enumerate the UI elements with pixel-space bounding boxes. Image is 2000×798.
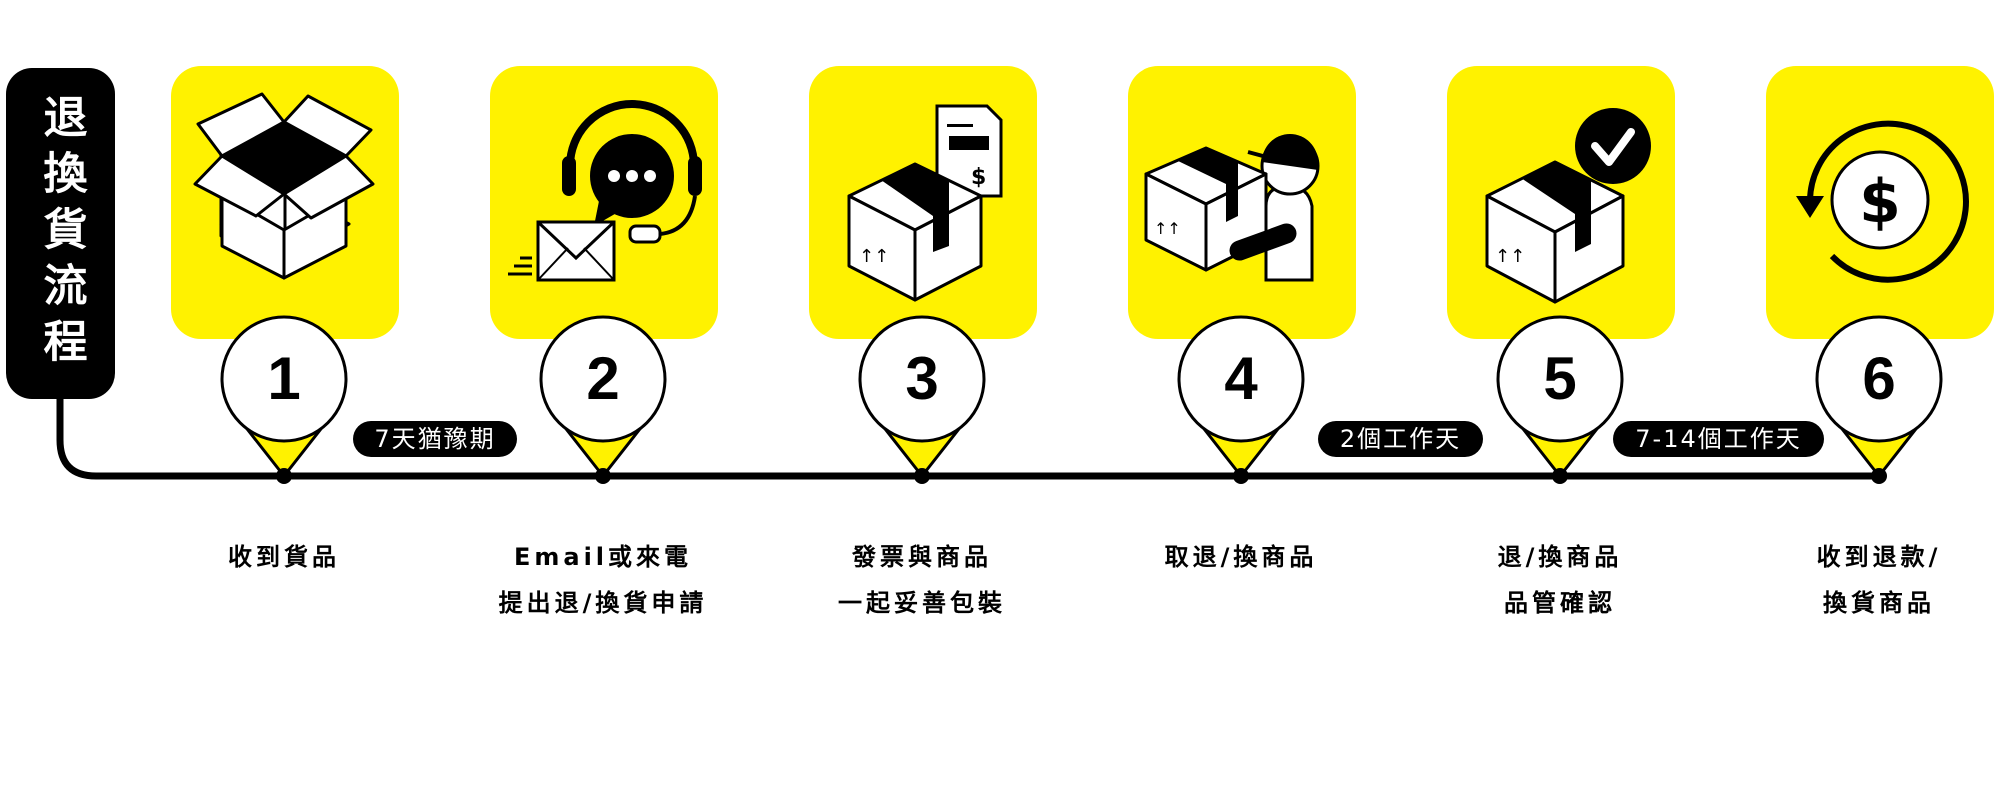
step-6-label: 收到退款/換貨商品 [1729, 534, 2000, 626]
pin-circle [858, 315, 986, 443]
step-3-label: 發票與商品一起妥善包裝 [772, 534, 1072, 626]
step-6-number: 6 [1862, 345, 1896, 412]
step-4-pin [1177, 315, 1305, 484]
pin-circle [1815, 315, 1943, 443]
pin-circle [1177, 315, 1305, 443]
courier-pickup-icon: ↑↑ [1144, 134, 1320, 282]
timeline-line [56, 399, 1879, 480]
pin-circle [539, 315, 667, 443]
svg-text:$: $ [971, 165, 986, 190]
label-line: 一起妥善包裝 [838, 589, 1006, 617]
step-2-number: 2 [586, 345, 620, 412]
label-line: 取退/換商品 [1164, 543, 1318, 571]
duration-badge-refund: 7-14個工作天 [1613, 421, 1824, 457]
label-line: Email或來電 [513, 543, 693, 571]
step-1-pin [220, 315, 348, 484]
process-title: 退換貨流程 [6, 68, 115, 399]
step-4-number: 4 [1224, 345, 1258, 412]
timeline-node [595, 468, 611, 484]
package-invoice-icon: $ ↑↑ [847, 104, 1003, 302]
customer-service-email-icon [508, 100, 702, 282]
step-3-pin [858, 315, 986, 484]
svg-text:↑↑: ↑↑ [1495, 246, 1525, 267]
label-line: 發票與商品 [852, 543, 992, 571]
step-2-pin [539, 315, 667, 484]
step-4-label: 取退/換商品 [1091, 534, 1391, 580]
label-line: 提出退/換貨申請 [498, 589, 708, 617]
timeline-node [276, 468, 292, 484]
process-title-text: 退換貨流程 [35, 93, 87, 374]
step-4-card: ↑↑ [1128, 66, 1356, 339]
svg-text:↑↑: ↑↑ [1154, 219, 1181, 238]
label-line: 品管確認 [1504, 589, 1616, 617]
refund-dollar-icon: $ [1796, 120, 1969, 283]
step-5-card: ↑↑ [1447, 66, 1675, 339]
pin-circle [220, 315, 348, 443]
step-6-pin [1815, 315, 1943, 484]
step-1-label: 收到貨品 [134, 534, 434, 580]
package-check-icon: ↑↑ [1485, 108, 1651, 304]
step-6-card: $ [1766, 66, 1994, 339]
pin-circle [1496, 315, 1624, 443]
label-line: 換貨商品 [1823, 589, 1935, 617]
duration-badge-pickup: 2個工作天 [1318, 421, 1483, 457]
timeline-node [1552, 468, 1568, 484]
step-1-number: 1 [267, 345, 301, 412]
label-line: 收到貨品 [228, 543, 340, 571]
step-3-number: 3 [905, 345, 939, 412]
timeline-node [1871, 468, 1887, 484]
step-5-pin [1496, 315, 1624, 484]
svg-text:$: $ [1859, 167, 1901, 237]
label-line: 退/換商品 [1497, 543, 1623, 571]
step-2-label: Email或來電提出退/換貨申請 [453, 534, 753, 626]
open-box-icon [193, 92, 375, 280]
timeline-node [914, 468, 930, 484]
step-5-number: 5 [1543, 345, 1577, 412]
svg-text:↑↑: ↑↑ [859, 246, 889, 267]
duration-badge-cooling-off: 7天猶豫期 [353, 421, 517, 457]
step-2-card [490, 66, 718, 339]
step-1-card [171, 66, 399, 339]
timeline-node [1233, 468, 1249, 484]
step-5-label: 退/換商品品管確認 [1410, 534, 1710, 626]
step-3-card: $ ↑↑ [809, 66, 1037, 339]
label-line: 收到退款/ [1816, 543, 1942, 571]
